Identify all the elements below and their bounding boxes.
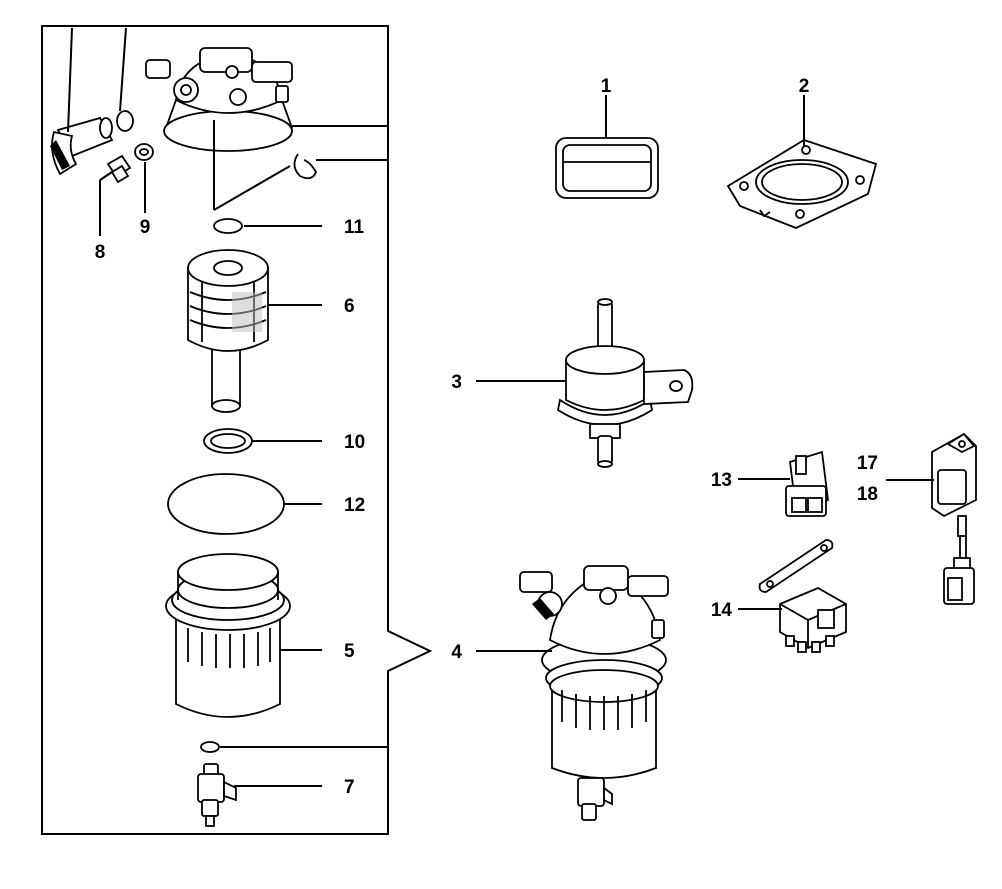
callout-12: 12 [344, 495, 365, 516]
bolt [106, 154, 132, 184]
callout-9: 9 [140, 217, 151, 238]
callout-6: 6 [344, 296, 355, 317]
retaining-clip [293, 153, 318, 180]
callout-4: 4 [451, 642, 462, 663]
drain-plug [197, 763, 237, 827]
callout-10: 10 [344, 432, 365, 453]
callout-1: 1 [601, 76, 612, 97]
filter-bowl [165, 553, 291, 718]
callout-17: 17 [857, 453, 878, 474]
callout-2: 2 [799, 76, 810, 97]
flange-gasket [726, 139, 878, 229]
rect-gasket [555, 137, 659, 199]
leader-line [213, 165, 291, 211]
callout-7: 7 [344, 777, 355, 798]
callout-3: 3 [451, 372, 462, 393]
leader-line [67, 27, 73, 133]
connector [785, 450, 829, 517]
callout-14: 14 [711, 600, 733, 621]
leader-line [119, 27, 127, 112]
fuel-filter-assembly [519, 565, 669, 821]
o-ring-11 [213, 218, 243, 234]
o-ring-small [116, 110, 134, 132]
callout-13: 13 [711, 470, 732, 491]
callout-11: 11 [344, 217, 365, 238]
leader-line [99, 171, 113, 181]
bleed-screw [50, 116, 114, 176]
callout-8: 8 [95, 242, 106, 263]
gasket-12 [167, 473, 285, 535]
filter-head-exploded [145, 47, 294, 152]
callout-5: 5 [344, 641, 355, 662]
ring-10-inner [210, 433, 246, 449]
sensor-harness [931, 432, 977, 605]
o-ring-drain [200, 741, 220, 753]
filter-element [187, 249, 269, 413]
fuel-pump [556, 298, 694, 468]
washer-hole [139, 148, 149, 156]
relay [758, 539, 847, 653]
callout-18: 18 [857, 484, 878, 505]
